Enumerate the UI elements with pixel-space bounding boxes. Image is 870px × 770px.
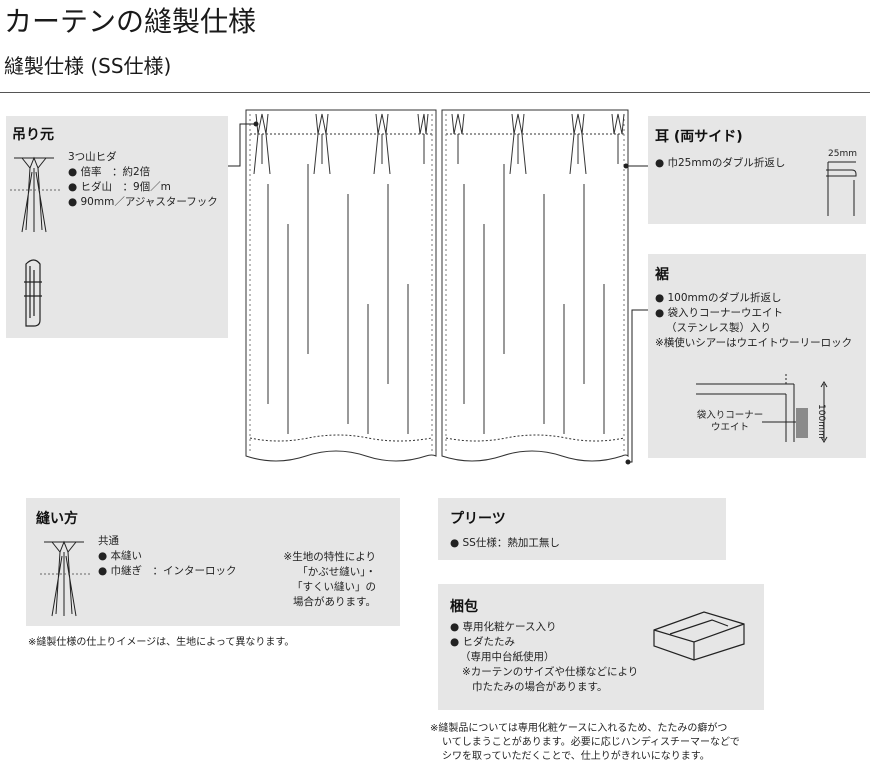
sewing-note-line: ※生地の特性により [283,551,376,563]
packing-box-illustration [653,611,745,661]
packing-spec-line: 巾たたみの場合があります。 [472,681,608,693]
sewing-note-line: 場合があります。 [293,596,376,608]
hem-spec-line: ● 100mmのダブル折返し [655,292,782,304]
adjuster-hook-icon [24,259,42,327]
pinch-pleat-illustration [10,156,60,233]
sewing-note: ※生地の特性により 「かぶせ縫い」・ 「すくい縫い」の 場合があります。 [270,550,376,610]
hanging-spec-line: 3つ山ヒダ [68,151,117,163]
pleats-panel [438,498,726,560]
packing-spec-line: ※カーテンのサイズや仕様などにより [462,666,639,678]
hem-spec-list: ● 100mmのダブル折返し ● 袋入りコーナーウエイト （ステンレス製）入り … [655,291,852,351]
sewing-note-line: 「すくい縫い」の [292,581,376,593]
packing-footnote: ※縫製品については専用化粧ケースに入れるため、たたみの癖がつ いてしまうことがあ… [430,722,740,764]
packing-spec-line: ● ヒダたたみ [450,636,515,648]
packing-spec-line: （専用中台紙使用） [460,651,555,663]
hanging-spec-line: ● ヒダ山 ：9個／m [68,181,171,193]
sewing-footnote: ※縫製仕様の仕上りイメージは、生地によって異なります。 [28,637,295,648]
sewing-pleat-illustration [40,540,90,617]
side-edge-dimension-label: 25mm [828,149,857,159]
corner-weight-block [796,408,808,438]
sewing-note-line: 「かぶせ縫い」・ [297,566,376,578]
side-edge-title: 耳 (両サイド) [655,129,743,145]
sewing-spec-line: ● 本縫い [98,550,142,562]
packing-footnote-line: いてしまうことがあります。必要に応じハンディスチーマーなどで [442,737,740,748]
packing-panel [438,584,764,710]
header-divider [0,92,870,93]
pleats-spec: ● SS仕様：熱加工無し [450,537,560,549]
hem-spec-line: ● 袋入りコーナーウエイト [655,307,783,319]
sewing-title: 縫い方 [36,511,78,527]
page-title: カーテンの縫製仕様 [4,5,257,38]
packing-spec-line: ● 専用化粧ケース入り [450,621,557,633]
sewing-panel [26,498,400,626]
hanging-spec-line: ● 倍率 ：約2倍 [68,166,151,178]
hem-weight-illustration [696,374,828,443]
packing-title: 梱包 [450,599,478,615]
hem-spec-line: ※横使いシアーはウエイトウーリーロック [655,337,853,349]
hanging-title: 吊り元 [12,127,54,143]
sewing-spec-line: 共通 [98,535,119,547]
hem-panel [648,254,866,458]
curtain-illustration [245,109,629,462]
hanging-spec-line: ● 90mm／アジャスターフック [68,196,218,208]
hanging-spec-list: 3つ山ヒダ ● 倍率 ：約2倍 ● ヒダ山 ：9個／m ● 90mm／アジャスタ… [68,150,218,210]
pleats-title: プリーツ [450,511,506,527]
hanging-panel [6,116,228,338]
packing-footnote-line: ※縫製品については専用化粧ケースに入れるため、たたみの癖がつ [430,723,728,734]
hem-weight-label: 袋入りコーナー ウエイト [696,410,764,433]
hem-spec-line: （ステンレス製）入り [666,322,771,334]
side-hem-illustration [826,161,857,216]
packing-spec-list: ● 専用化粧ケース入り ● ヒダたたみ （専用中台紙使用） ※カーテンのサイズや… [450,620,638,695]
page-subtitle: 縫製仕様 (SS仕様) [4,54,172,78]
hem-title: 裾 [655,267,669,283]
sewing-spec-line: ● 巾継ぎ ：インターロック [98,565,237,577]
side-edge-spec: ● 巾25mmのダブル折返し [655,157,786,169]
sewing-spec-list: 共通 ● 本縫い ● 巾継ぎ ：インターロック [98,534,237,579]
packing-footnote-line: シワを取っていただくことで、仕上りがきれいになります。 [442,751,710,762]
